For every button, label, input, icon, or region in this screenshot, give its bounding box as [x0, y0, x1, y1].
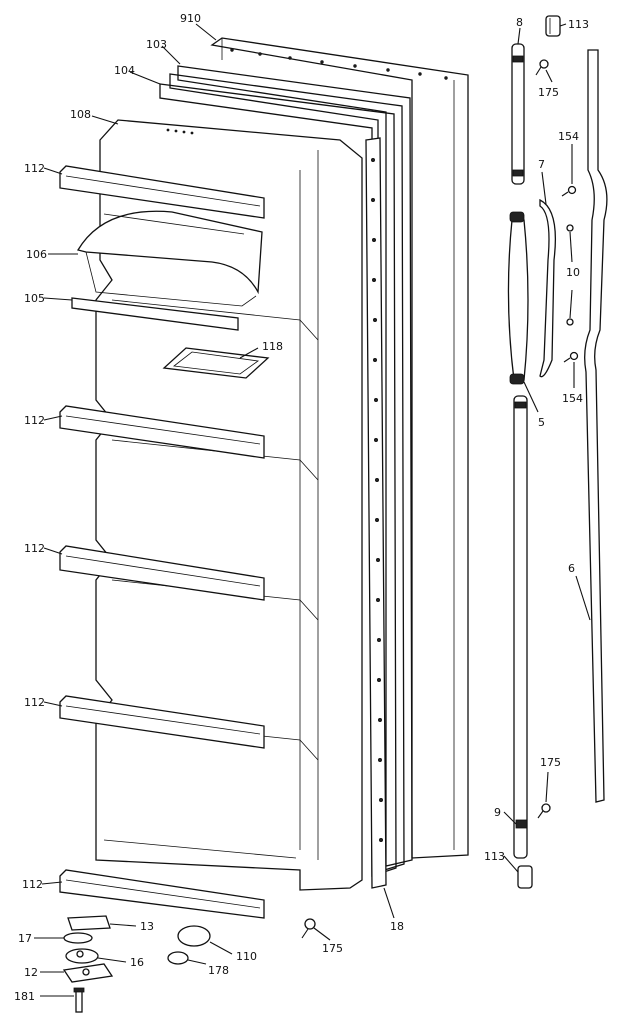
callout-106: 106 [26, 248, 47, 261]
callout-118: 118 [262, 340, 283, 353]
callout-181: 181 [14, 990, 35, 1003]
dairy-compartment-door [76, 210, 263, 307]
upper-handle-mount [511, 43, 525, 185]
hinge-screw-181 [73, 987, 85, 1013]
callout-104: 104 [114, 64, 135, 77]
door-rack-2 [59, 405, 265, 459]
callout-175-lower: 175 [540, 756, 561, 769]
screw-154-upper [561, 185, 577, 197]
screw-10-upper [566, 224, 574, 232]
callout-18: 18 [390, 920, 404, 933]
lower-handle-mount [513, 395, 528, 859]
callout-175-bottom: 175 [322, 942, 343, 955]
screw-154-lower [563, 351, 579, 363]
handle-bottom-cap [517, 865, 533, 889]
callout-5: 5 [538, 416, 545, 429]
dairy-trim [71, 297, 239, 331]
callout-105: 105 [24, 292, 45, 305]
bottom-hinge-12 [62, 963, 114, 983]
nameplate [162, 347, 270, 379]
callout-17: 17 [18, 932, 32, 945]
callout-112-c: 112 [24, 542, 45, 555]
screw-175-bottom [301, 918, 316, 939]
callout-910: 910 [180, 12, 201, 25]
screw-10-lower [566, 318, 574, 326]
callout-13: 13 [140, 920, 154, 933]
screw-175-top [535, 59, 549, 76]
leader-lines [34, 23, 591, 997]
callout-108: 108 [70, 108, 91, 121]
hinge-plate-13 [67, 915, 111, 931]
callout-9: 9 [494, 806, 501, 819]
callout-112-a: 112 [24, 162, 45, 175]
callout-103: 103 [146, 38, 167, 51]
callout-labels: 910 103 104 108 112 106 105 118 112 112 … [14, 12, 589, 1003]
callout-113-top: 113 [568, 18, 589, 31]
screw-175-lower [537, 803, 551, 819]
callout-12: 12 [24, 966, 38, 979]
dike-strip [365, 137, 387, 889]
door-stop-110 [177, 925, 211, 947]
handle-top-cap [545, 15, 561, 37]
callout-6: 6 [568, 562, 575, 575]
hinge-bushing-16 [65, 948, 99, 964]
door-trim-strip [584, 49, 608, 803]
door-rack-3 [59, 545, 265, 601]
callout-112-b: 112 [24, 414, 45, 427]
door-stop-base-178 [167, 951, 189, 965]
door-rack-1 [59, 165, 265, 219]
callout-112-d: 112 [24, 696, 45, 709]
callout-110: 110 [236, 950, 257, 963]
callout-10: 10 [566, 266, 580, 279]
callout-178: 178 [208, 964, 229, 977]
callout-154-lower: 154 [562, 392, 583, 405]
door-rack-4 [59, 695, 265, 749]
handle-bracket [539, 198, 557, 378]
callout-154-upper: 154 [558, 130, 579, 143]
callout-8: 8 [516, 16, 523, 29]
callout-7: 7 [538, 158, 545, 171]
hinge-shim-17 [63, 932, 93, 944]
callout-175-top: 175 [538, 86, 559, 99]
outer-door-panel [210, 37, 469, 859]
door-handle [507, 211, 529, 385]
door-rack-5 [59, 869, 265, 919]
callout-113-bottom: 113 [484, 850, 505, 863]
callout-16: 16 [130, 956, 144, 969]
callout-112-e: 112 [22, 878, 43, 891]
